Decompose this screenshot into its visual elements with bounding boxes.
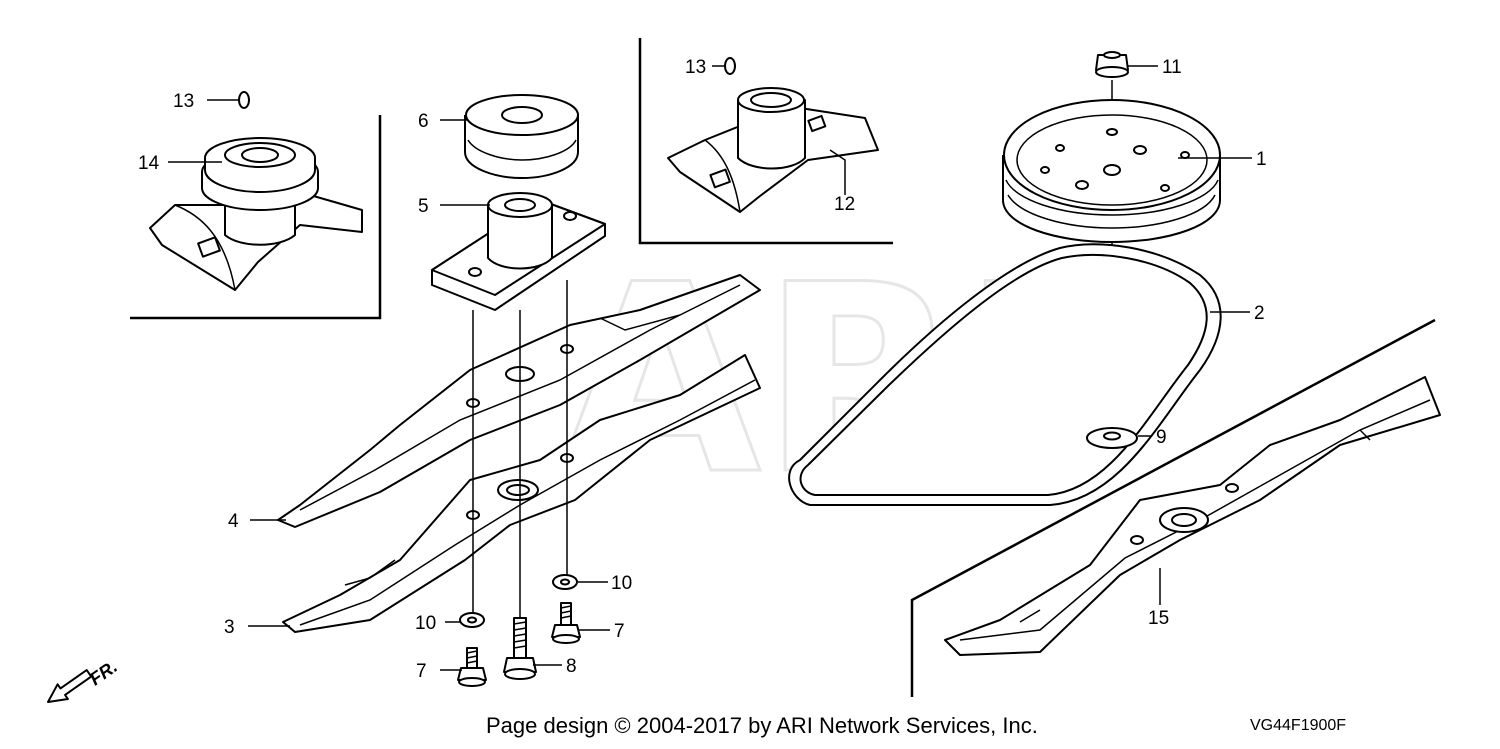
callouts: 1 2 3 4 5 6 7 7 8 9 10 10 11 12 13 13 14… — [138, 57, 1267, 682]
callout-10-right: 10 — [611, 573, 632, 594]
inset-frame-right — [910, 318, 1436, 697]
part-1-pulley-large — [1002, 99, 1221, 243]
part-5-blade-holder — [431, 192, 606, 311]
copyright-text: Page design © 2004-2017 by ARI Network S… — [486, 713, 1038, 738]
callout-3: 3 — [224, 617, 235, 638]
part-10-washer-b — [459, 612, 485, 628]
part-7-bolt-right — [551, 602, 581, 644]
leader-lines — [168, 65, 1252, 671]
callout-11: 11 — [1162, 57, 1182, 78]
part-6-pulley — [464, 94, 579, 179]
part-14-blade-holder-pulley — [149, 137, 363, 291]
part-15-blade-alt — [944, 376, 1441, 656]
callout-14: 14 — [138, 153, 160, 174]
callout-5: 5 — [418, 196, 429, 217]
part-9-washer — [1086, 427, 1138, 449]
part-13-key-top — [724, 57, 736, 75]
callout-2: 2 — [1254, 303, 1265, 324]
direction-indicator: FR. — [47, 656, 121, 703]
inset-frame-top — [638, 38, 893, 245]
callout-15: 15 — [1148, 608, 1169, 629]
diagram-code: VG44F1900F — [1250, 717, 1346, 734]
part-7-bolt-left — [457, 647, 487, 687]
part-11-nut — [1095, 51, 1129, 78]
callout-7-left: 7 — [416, 661, 427, 682]
callout-6: 6 — [418, 111, 429, 132]
part-8-bolt-long — [503, 617, 537, 680]
callout-4: 4 — [228, 511, 239, 532]
part-12-blade-holder — [667, 87, 879, 213]
callout-13-top: 13 — [685, 57, 706, 78]
callout-9: 9 — [1156, 427, 1167, 448]
callout-10-left: 10 — [415, 613, 436, 634]
callout-7-right: 7 — [614, 621, 625, 642]
part-10-washer-a — [552, 574, 578, 590]
part-4-blade-upper — [277, 274, 761, 528]
callout-12: 12 — [834, 194, 855, 215]
direction-label: FR. — [86, 656, 121, 689]
callout-8: 8 — [566, 656, 577, 677]
part-13-key-left — [238, 91, 250, 109]
callout-1: 1 — [1256, 149, 1267, 170]
callout-13-left: 13 — [173, 91, 194, 112]
inset-frame-left — [130, 115, 382, 320]
